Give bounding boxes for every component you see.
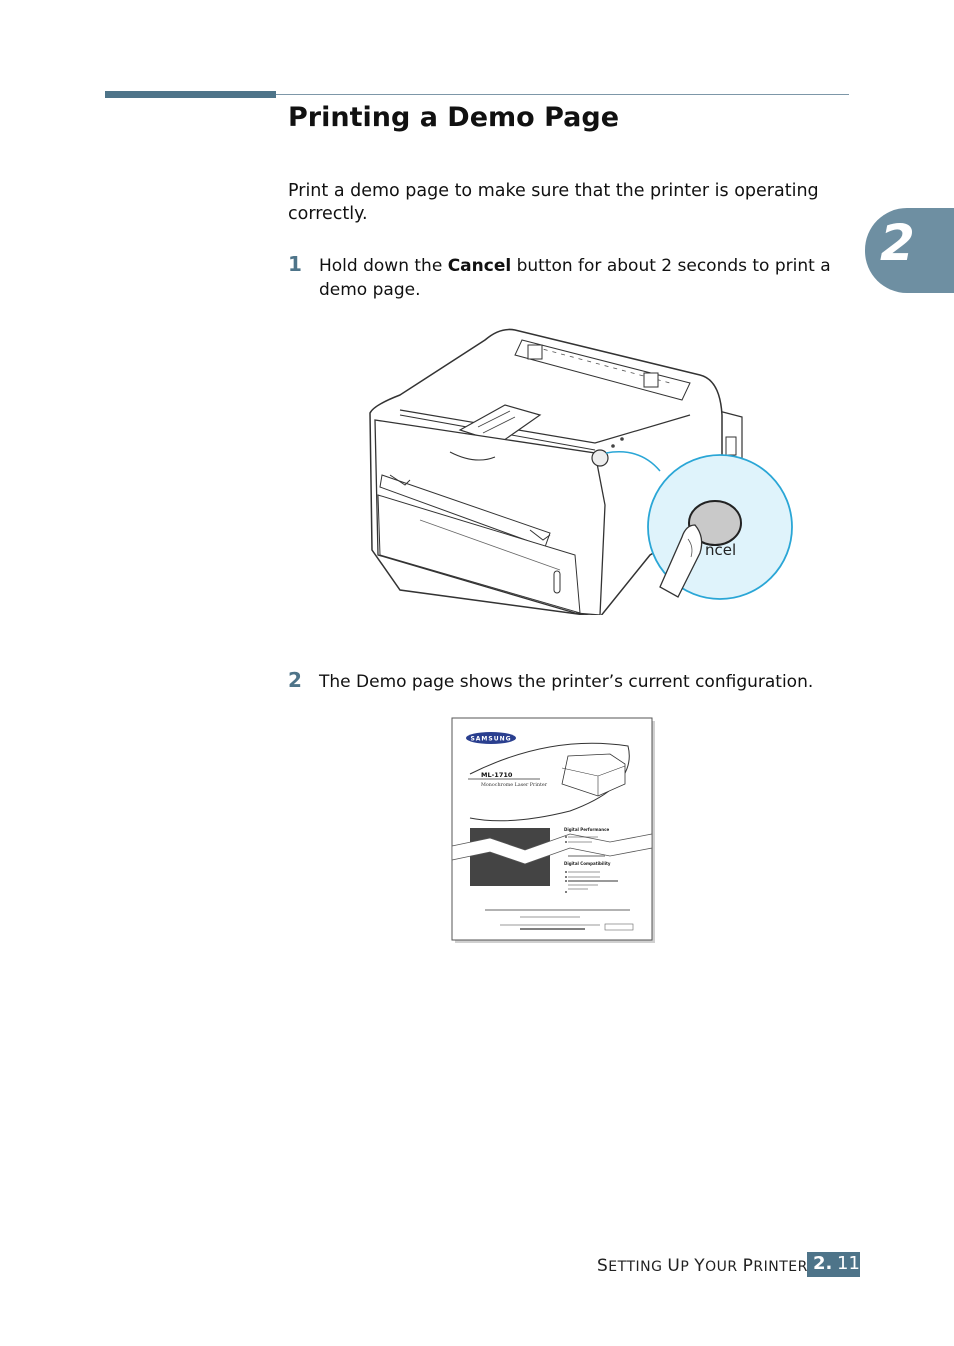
chapter-number: 2: [880, 214, 915, 272]
page-number-tab: 2. 11: [807, 1252, 860, 1277]
demo-section-1: Digital Performance: [564, 827, 609, 832]
step-text-2: The Demo page shows the printer’s curren…: [319, 672, 814, 692]
heading-rule-thick: [105, 91, 276, 98]
demo-subtitle: Monochrome Laser Printer: [481, 782, 548, 788]
page-number: 11: [837, 1253, 860, 1274]
step-1-cancel-bold: Cancel: [447, 256, 512, 276]
page-number-prefix: 2.: [813, 1253, 833, 1274]
heading-rule-thin: [276, 94, 849, 95]
step-number-1: 1: [288, 252, 302, 276]
demo-brand-logo: SAMSUNG: [470, 736, 511, 743]
demo-section-2: Digital Compatibility: [564, 861, 611, 866]
footer-section-title: SETTING UP YOUR PRINTER: [597, 1256, 808, 1276]
demo-model: ML-1710: [481, 771, 513, 779]
page-title: Printing a Demo Page: [288, 102, 620, 133]
step-1-text-after: button for about 2 seconds to print a de…: [319, 256, 831, 300]
demo-page-illustration: SAMSUNG ML-1710 Monochrome Laser Printer…: [451, 717, 655, 943]
step-1-text-before: Hold down the: [319, 256, 448, 276]
callout-cancel-label: ncel: [705, 541, 736, 559]
printer-illustration: ncel: [369, 328, 793, 615]
step-text-1: Hold down the Cancel button for about 2 …: [319, 254, 854, 302]
chapter-tab: [865, 208, 954, 293]
intro-paragraph: Print a demo page to make sure that the …: [288, 181, 819, 224]
step-number-2: 2: [288, 668, 302, 692]
